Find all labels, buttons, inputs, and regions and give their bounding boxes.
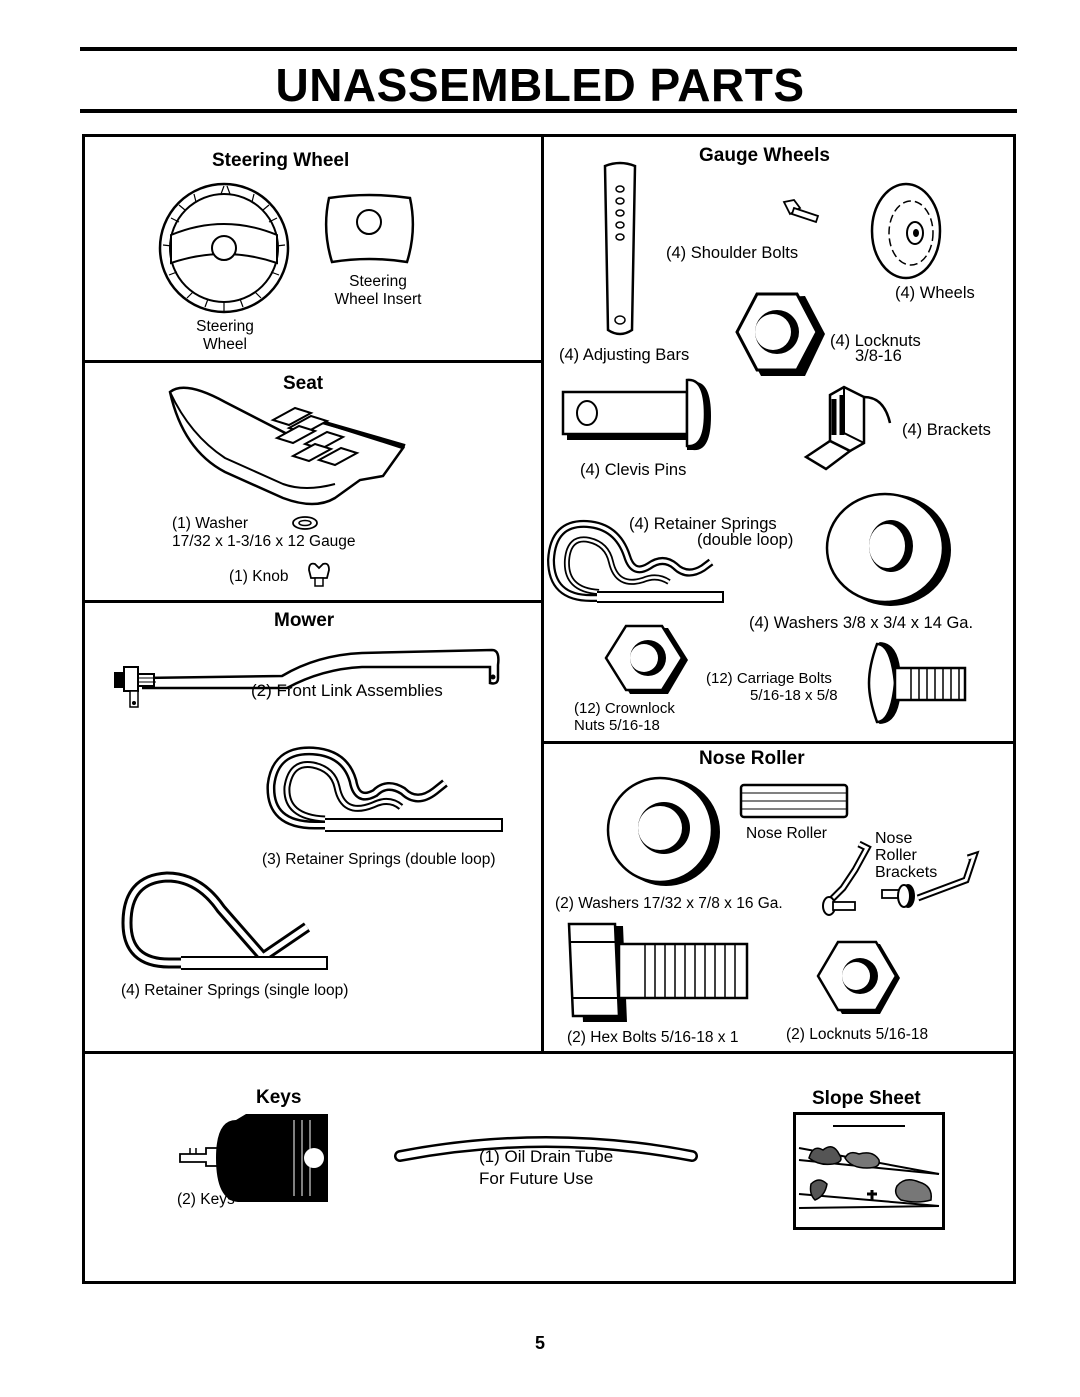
hex-bolt-icon: [567, 922, 749, 1022]
key-icon: [179, 1114, 328, 1202]
center-divider: [541, 134, 544, 1054]
carriage-bolts-label: (12) Carriage Bolts: [706, 670, 832, 687]
nose-roller-icon: [739, 783, 849, 819]
title-underline: [80, 109, 1017, 113]
nose-bracket-right-icon: [881, 850, 980, 908]
carriage-bolt-icon: [867, 642, 967, 724]
nose-roller-label: Nose Roller: [746, 825, 827, 842]
steering-seat-divider: [82, 360, 542, 363]
crownlock-nut-icon: [604, 624, 688, 694]
crownlock-label: (12) Crownlock: [574, 700, 675, 717]
parts-frame: [82, 134, 1016, 1284]
seat-heading: Seat: [283, 373, 324, 394]
slope-sheet-icon: [793, 1112, 945, 1230]
nose-roller-brackets-label: Nose Roller Brackets: [875, 830, 938, 881]
knob-icon: [308, 562, 330, 587]
locknuts-label: (4) Locknuts: [830, 332, 921, 350]
gauge-washer-icon: [825, 492, 951, 606]
oil-drain-tube-label: (1) Oil Drain Tube: [479, 1147, 614, 1166]
keys-divider: [82, 1051, 1016, 1054]
gauge-wheels-heading: Gauge Wheels: [699, 145, 830, 166]
carriage-bolts-size: 5/16-18 x 5/8: [750, 687, 838, 704]
keys-label: (2) Keys: [177, 1191, 235, 1208]
adjusting-bars-label: (4) Adjusting Bars: [559, 346, 690, 364]
retainer-springs-type: (double loop): [697, 531, 794, 549]
gauge-wheel-icon: [870, 182, 942, 280]
clevis-pin-icon: [561, 378, 711, 451]
retainer-spring-single-icon: [121, 871, 328, 970]
top-rule: [80, 47, 1017, 51]
slope-sheet-heading: Slope Sheet: [812, 1088, 921, 1109]
steering-wheel-icon: [158, 182, 290, 314]
shoulder-bolt-icon: [782, 199, 820, 224]
seat-icon: [168, 386, 406, 506]
wheels-label: (4) Wheels: [895, 284, 975, 302]
retainer-springs-label: (4) Retainer Springs: [629, 515, 777, 533]
locknuts-size: 3/8-16: [855, 347, 902, 365]
crownlock-size: Nuts 5/16-18: [574, 717, 660, 734]
oil-drain-tube-icon: [394, 1136, 698, 1162]
front-link-assembly-icon: [114, 648, 500, 708]
clevis-pins-label: (4) Clevis Pins: [580, 461, 687, 479]
mower-heading: Mower: [274, 610, 335, 631]
nose-washer-icon: [606, 776, 720, 886]
seat-knob-label: (1) Knob: [229, 568, 289, 585]
nose-roller-heading: Nose Roller: [699, 748, 805, 769]
bracket-icon: [803, 385, 892, 471]
gauge-retainer-spring-icon: [546, 519, 724, 603]
page-title: UNASSEMBLED PARTS: [275, 59, 805, 111]
gauge-nose-divider: [543, 741, 1016, 744]
page-number: 5: [534, 1333, 545, 1353]
locknut-icon: [735, 292, 825, 376]
shoulder-bolts-label: (4) Shoulder Bolts: [666, 244, 799, 262]
nose-bracket-left-icon: [822, 840, 872, 916]
seat-mower-divider: [82, 600, 542, 603]
nose-washers-label: (2) Washers 17/32 x 7/8 x 16 Ga.: [555, 895, 783, 912]
retainer-spring-single-label: (4) Retainer Springs (single loop): [121, 982, 349, 999]
front-link-label: (2) Front Link Assemblies: [251, 681, 443, 700]
nose-locknuts-label: (2) Locknuts 5/16-18: [786, 1026, 929, 1043]
keys-heading: Keys: [256, 1087, 302, 1108]
nose-locknut-icon: [816, 940, 900, 1014]
steering-wheel-heading: Steering Wheel: [212, 150, 350, 171]
seat-washer-label: (1) Washer: [172, 515, 249, 532]
washer-icon: [292, 516, 318, 530]
hex-bolts-label: (2) Hex Bolts 5/16-18 x 1: [567, 1029, 739, 1046]
retainer-spring-double-icon: [266, 746, 503, 832]
adjusting-bar-icon: [603, 161, 637, 336]
oil-drain-tube-note: For Future Use: [479, 1169, 594, 1188]
steering-wheel-insert-icon: [324, 193, 415, 264]
brackets-label: (4) Brackets: [902, 421, 991, 439]
seat-washer-spec: 17/32 x 1-3/16 x 12 Gauge: [172, 533, 356, 550]
retainer-spring-double-label: (3) Retainer Springs (double loop): [262, 851, 496, 868]
steering-wheel-insert-label: Steering Wheel Insert: [334, 273, 422, 308]
steering-wheel-label: Steering Wheel: [196, 318, 254, 353]
gauge-washers-label: (4) Washers 3/8 x 3/4 x 14 Ga.: [749, 614, 974, 632]
